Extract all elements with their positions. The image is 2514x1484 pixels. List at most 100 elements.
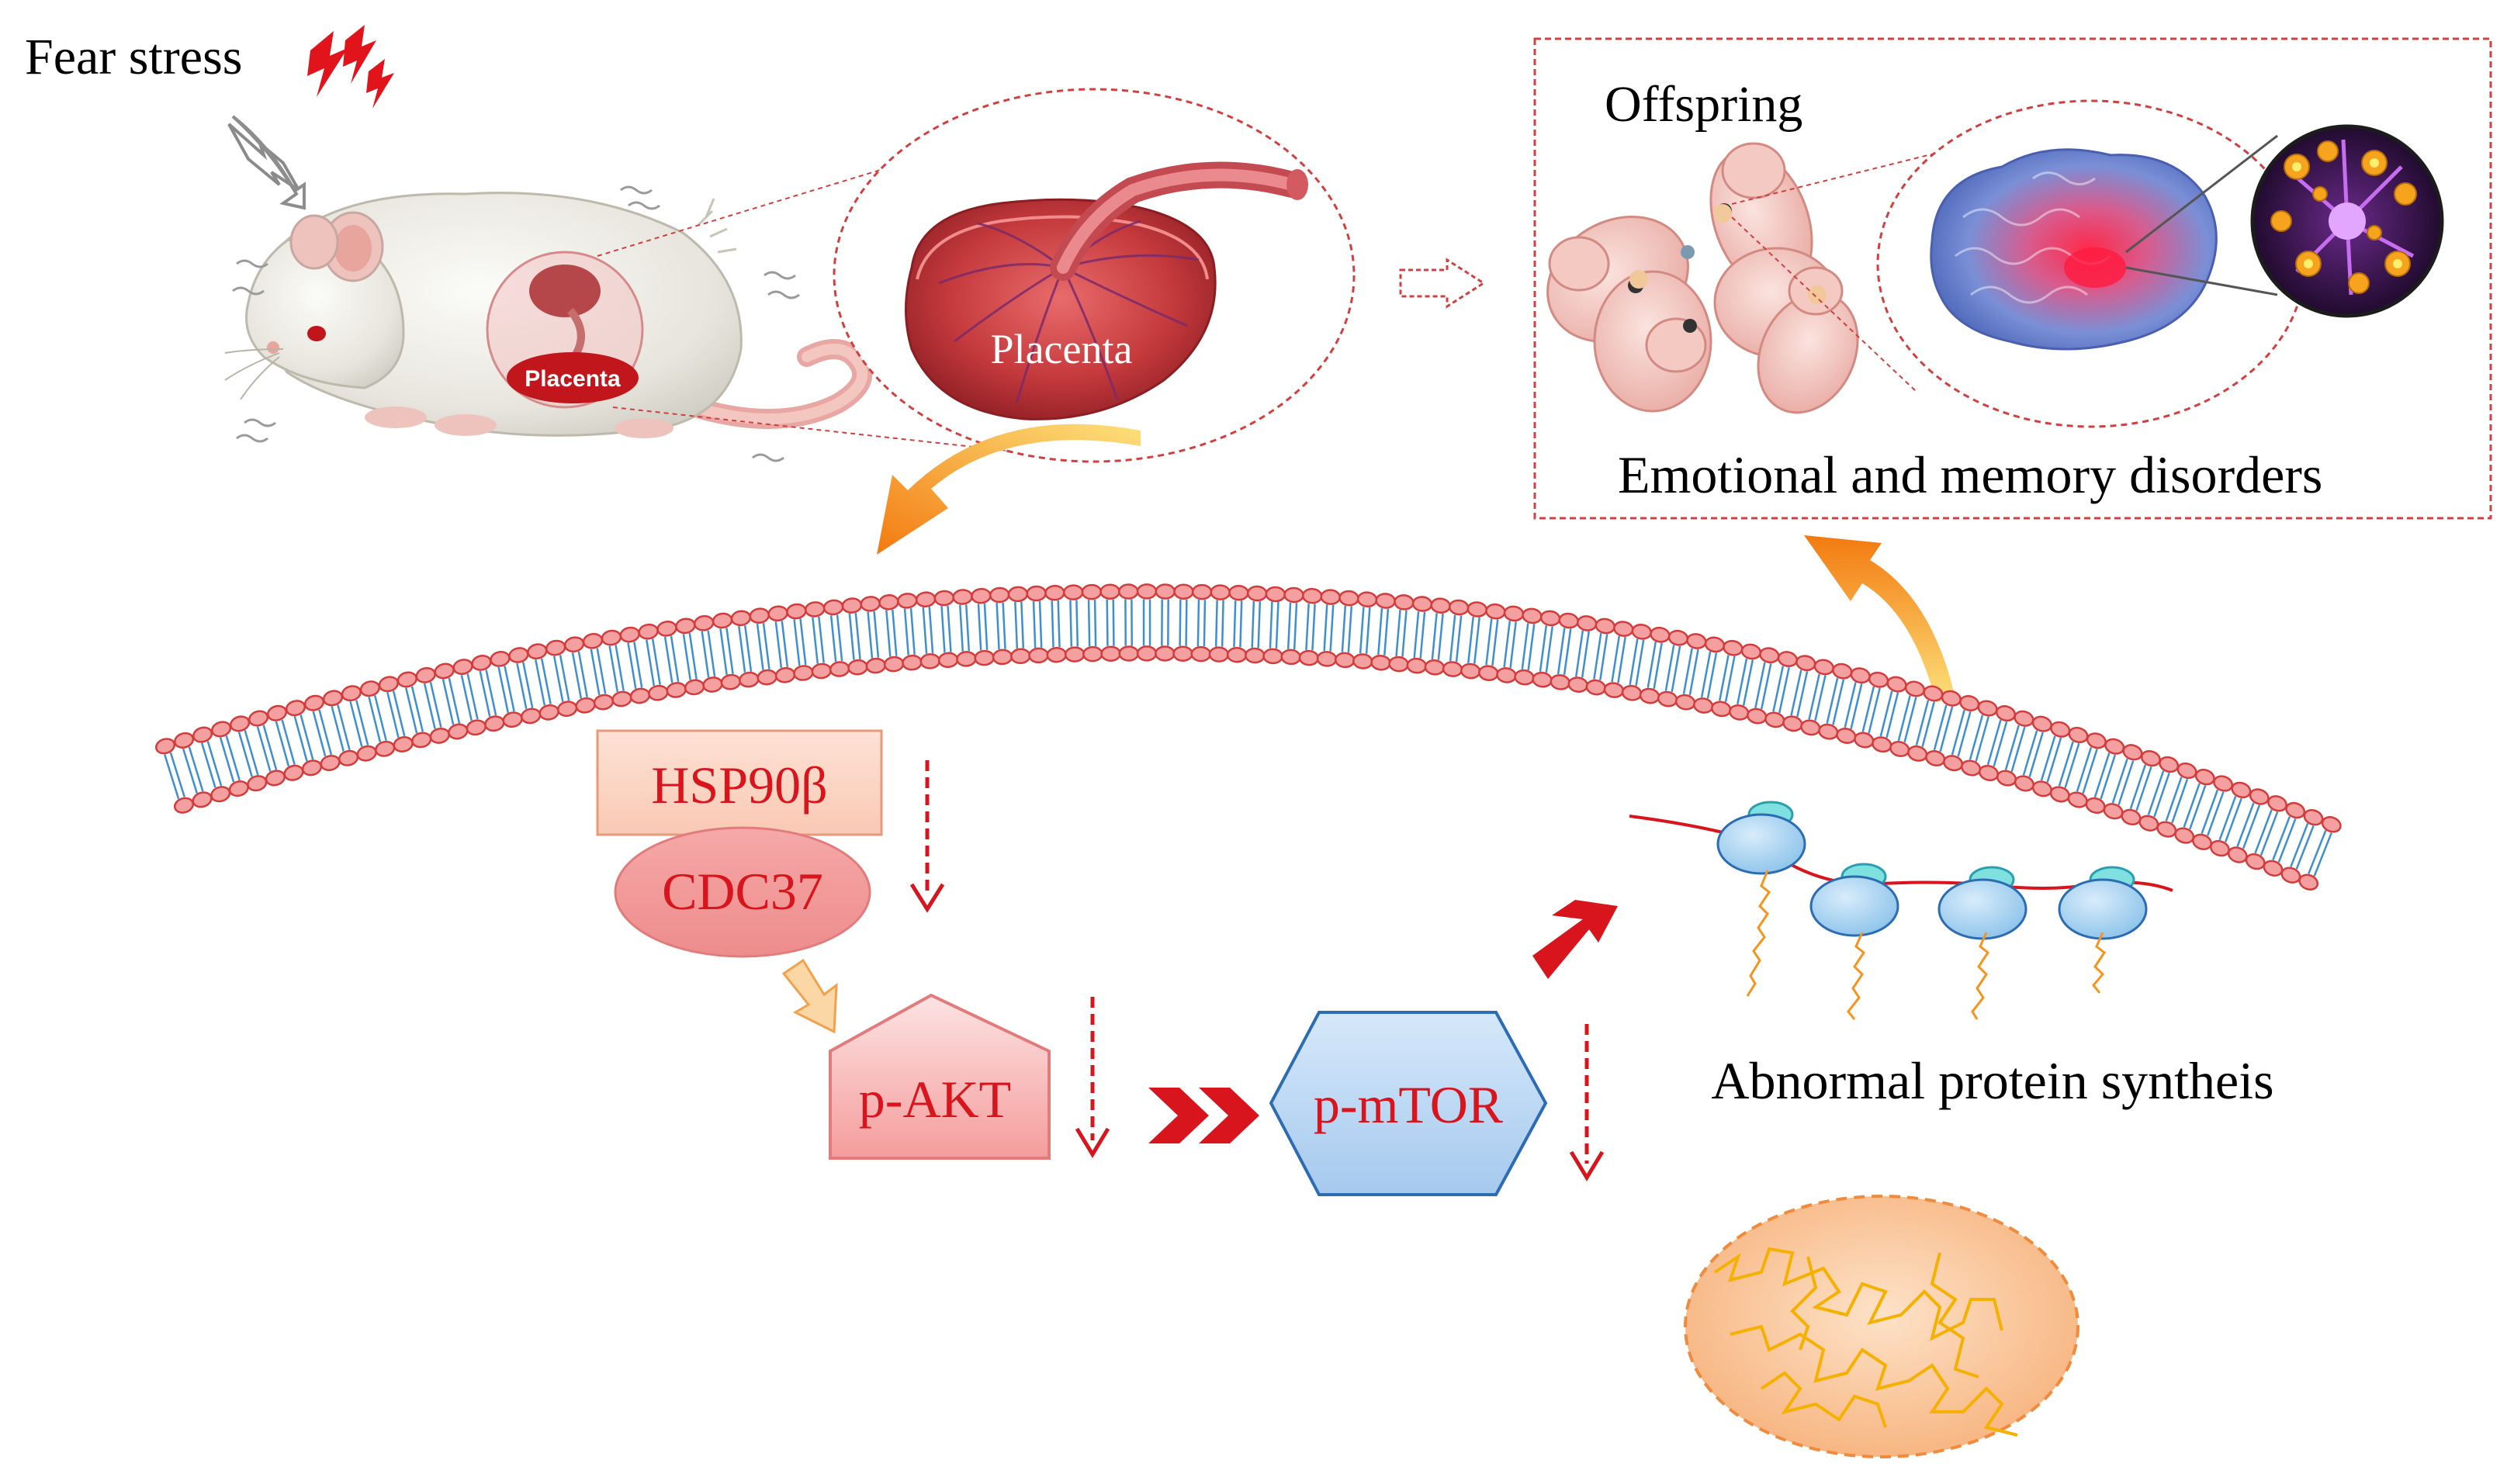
lipid-tail [646, 638, 661, 687]
offspring-label: Offspring [1605, 76, 1802, 133]
offspring-pups-illustration [1546, 142, 1859, 414]
lipid-head [1136, 645, 1158, 662]
lipid-head [897, 593, 918, 609]
lipid-head [2249, 788, 2270, 805]
lipid-head [1118, 645, 1140, 662]
lipid-tail [571, 651, 588, 699]
lipid-head [2067, 791, 2088, 808]
lipid-head [878, 594, 899, 611]
lipid-tail [1933, 704, 1954, 752]
lipid-tail [237, 730, 259, 777]
lipid-tail [1611, 635, 1626, 683]
disorders-label: Emotional and memory disorders [1618, 445, 2322, 504]
lipid-tail [2022, 730, 2044, 777]
lipid-tail [1664, 645, 1681, 693]
lipid-head [1406, 657, 1428, 674]
lipid-tail [1951, 709, 1972, 757]
lipid-tail [2201, 789, 2225, 836]
lipid-tail [1179, 599, 1188, 646]
lipid-head [1210, 584, 1231, 600]
lipid-head [1693, 697, 1714, 714]
lipid-head [1028, 647, 1049, 664]
lipid-tail [1718, 655, 1736, 703]
lipid-tail [590, 648, 607, 696]
placenta-illustration [905, 161, 1308, 420]
lipid-head [1301, 587, 1323, 604]
protein-synthesis-label: Abnormal protein syntheis [1711, 1051, 2273, 1110]
lipid-head [1650, 626, 1671, 643]
lipid-head [2085, 797, 2106, 814]
lipid-head [508, 647, 529, 663]
lipid-head [448, 723, 469, 740]
lipid-tail [1032, 600, 1043, 649]
lipid-head [1522, 607, 1543, 624]
lipid-tail [1700, 651, 1718, 699]
lipid-tail [1485, 618, 1499, 666]
lipid-head [619, 626, 640, 643]
lipid-head [415, 666, 436, 683]
lipid-head [1603, 682, 1625, 698]
lipid-head [154, 738, 176, 755]
lipid-tail [331, 704, 351, 752]
lipid-tail [627, 642, 643, 690]
lipid-tail [2004, 725, 2026, 773]
lipid-tail [2236, 802, 2261, 849]
lipid-head [956, 651, 977, 667]
lipid-tail [1161, 599, 1169, 646]
lipid-head [2192, 833, 2212, 850]
lipid-head [841, 597, 863, 614]
pmtor-label: p-mTOR [1314, 1075, 1504, 1134]
lipid-head [675, 617, 696, 635]
cdc37-ellipse [614, 826, 871, 958]
lipid-head [593, 694, 615, 711]
lipid-tail [552, 654, 570, 702]
lipid-head [829, 661, 850, 677]
cdc37-label: CDC37 [662, 862, 823, 921]
lipid-head [1907, 745, 1928, 762]
lipid-tail [1826, 677, 1845, 725]
lipid-head [1686, 633, 1707, 649]
lipid-head [1836, 728, 1857, 744]
lipid-tail [1521, 623, 1536, 670]
pregnant-rat-illustration [224, 185, 873, 462]
lipid-head [1338, 590, 1359, 607]
lipid-head [2086, 732, 2107, 749]
lipid-tail [460, 673, 479, 721]
lipid-head [2104, 738, 2125, 755]
lipid-tail [1069, 600, 1079, 647]
pakt-label: p-AKT [859, 1070, 1011, 1129]
hsp90b-box [596, 729, 883, 836]
lipid-head [1639, 687, 1660, 704]
lipid-head [265, 770, 286, 787]
lipid-head [285, 700, 306, 717]
lipid-head [1925, 750, 1946, 766]
lipid-head [356, 745, 377, 762]
lipid-tail [164, 752, 185, 800]
lipid-head [1485, 603, 1506, 620]
lipid-tail [1467, 616, 1480, 664]
lipid-tail [2183, 783, 2207, 830]
lipid-tail [1915, 700, 1935, 748]
lipid-tail [2272, 816, 2297, 863]
lipid-tail [1969, 714, 1990, 762]
lipid-head [1872, 736, 1892, 753]
lipid-head [989, 586, 1010, 604]
lipid-head [1800, 719, 1821, 736]
lipid-head [1208, 646, 1230, 662]
double-chevron-up-icon [1532, 900, 1618, 979]
lipid-head [1442, 661, 1463, 677]
lipid-head [1478, 665, 1499, 681]
lipid-tail [1879, 690, 1899, 739]
lipid-head [1723, 639, 1744, 656]
lipid-tail [829, 614, 843, 662]
lipid-tail [1106, 599, 1115, 646]
lipid-tail [1014, 601, 1025, 649]
lipid-head [396, 671, 417, 688]
lipid-tail [182, 746, 204, 794]
lipid-head [2031, 780, 2052, 797]
lipid-head [902, 654, 923, 671]
orange-curved-down-arrow-icon [877, 424, 1141, 555]
lipid-head [1886, 676, 1907, 693]
lipid-tail [497, 666, 515, 714]
